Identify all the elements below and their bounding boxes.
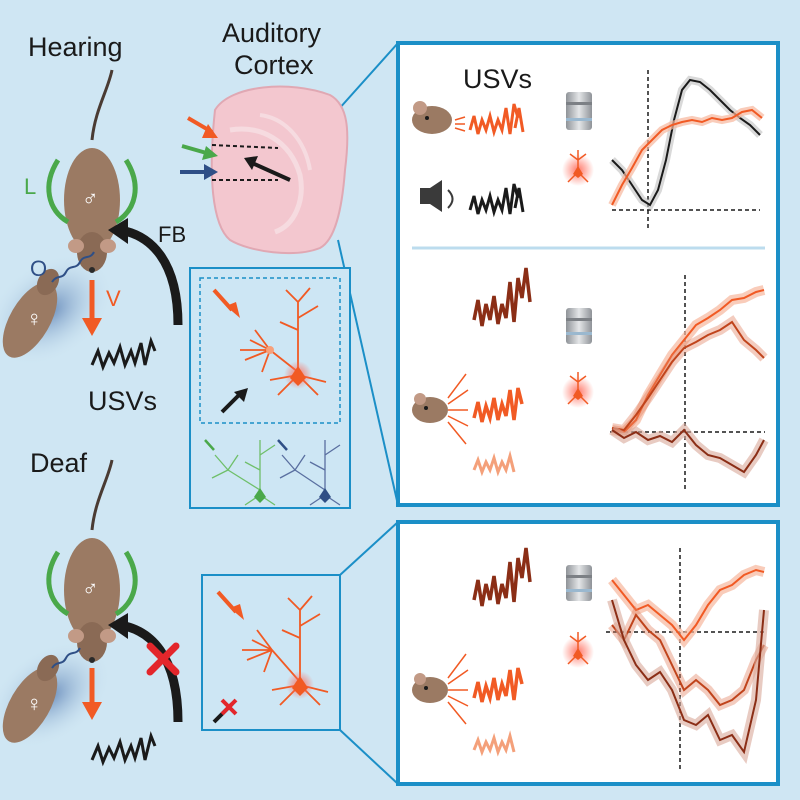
deaf-l-arc-right <box>114 550 138 617</box>
top-plot-vocal-trace <box>611 108 763 206</box>
green-small-arrow <box>204 439 215 451</box>
mouse-head-icon-bottom <box>412 673 448 703</box>
male-mouse-tail <box>90 69 114 141</box>
usv-orange-waveform-top <box>468 103 525 138</box>
olfactory-trace <box>51 251 95 283</box>
red-neuron-top <box>562 150 594 186</box>
bottom-plot-orange-trace <box>611 568 765 642</box>
mid-plot-mid-trace <box>611 320 765 432</box>
microscope-objective-bottom <box>566 565 592 601</box>
deaf-box-red-x <box>220 698 238 716</box>
hearing-label: Hearing <box>28 32 123 62</box>
zoom-connector-bottom-panel-top <box>339 521 399 576</box>
usv-orange-waveform-bottom <box>472 667 524 705</box>
zoom-connector-bottom-panel-bottom <box>339 729 399 785</box>
deaf-orange-neurons <box>242 595 329 706</box>
v-arrow-head <box>82 318 102 336</box>
mid-plot-darkred-trace <box>611 428 765 474</box>
usv-black-waveform-playback <box>468 183 525 218</box>
male-mouse-deaf <box>64 538 120 663</box>
deaf-l-arc-left <box>46 550 70 617</box>
deaf-label: Deaf <box>30 448 88 478</box>
neuron-dashed-box <box>199 277 341 424</box>
green-neurons <box>211 440 276 506</box>
female-mouse-hearing <box>2 268 60 358</box>
usv-light-orange-waveform-mid <box>472 450 516 477</box>
fb-feedback-arrow <box>119 225 183 326</box>
usv-waveform-hearing <box>90 336 157 372</box>
male-mouse-hearing <box>64 148 120 273</box>
usv-waveform-deaf <box>90 731 157 767</box>
male-symbol-hearing: ♂ <box>82 186 99 211</box>
usvs-label-left: USVs <box>88 386 158 416</box>
red-neuron-mid <box>562 372 594 408</box>
fb-label: FB <box>158 222 187 247</box>
usv-darkred-waveform-mid <box>472 267 532 327</box>
pyramidal-neuron-soma <box>290 366 306 386</box>
l-movement-arc-left <box>46 158 70 225</box>
l-movement-arc-right <box>114 158 138 225</box>
zoom-connector-top <box>337 42 399 111</box>
deaf-olfactory-trace <box>51 647 81 669</box>
bottom-plot-darkred-trace <box>611 599 765 755</box>
female-symbol-deaf: ♀ <box>26 691 43 716</box>
neuron-inset-box <box>189 267 351 509</box>
microscope-objective-mid <box>566 308 592 344</box>
box-black-arrow <box>220 392 242 414</box>
microscope-objective-top <box>566 92 592 130</box>
auditory-cortex-label-line2: Cortex <box>234 50 314 80</box>
usv-light-orange-waveform-bottom <box>472 730 516 757</box>
female-mouse-deaf <box>2 654 60 743</box>
brain-slice <box>210 85 349 254</box>
usv-darkred-waveform-bottom <box>472 547 532 607</box>
usv-orange-waveform-mid <box>472 387 524 425</box>
male-mouse-deaf-tail <box>90 459 114 531</box>
mouse-head-icon-top <box>412 101 452 134</box>
deaf-fb-arrow <box>119 620 183 723</box>
fb-feedback-arrowhead <box>108 218 128 244</box>
mid-plot-orange-trace <box>611 289 765 434</box>
o-label: O <box>30 256 48 281</box>
usvs-label-top: USVs <box>463 64 533 94</box>
bottom-plot-mid-trace <box>611 613 765 707</box>
male-symbol-deaf: ♂ <box>82 576 99 601</box>
l-label: L <box>24 174 37 199</box>
mouse-head-icon-mid <box>412 393 448 423</box>
speaker-icon <box>420 180 454 212</box>
red-x-blocked-feedback <box>146 642 180 676</box>
v-label: V <box>106 286 121 311</box>
navy-small-arrow <box>277 439 288 451</box>
navy-neurons <box>279 440 341 506</box>
auditory-cortex-label-line1: Auditory <box>222 18 322 48</box>
female-symbol-hearing: ♀ <box>26 306 43 331</box>
black-feedback-arrow-brain <box>249 160 291 182</box>
red-neuron-bottom <box>562 632 594 668</box>
